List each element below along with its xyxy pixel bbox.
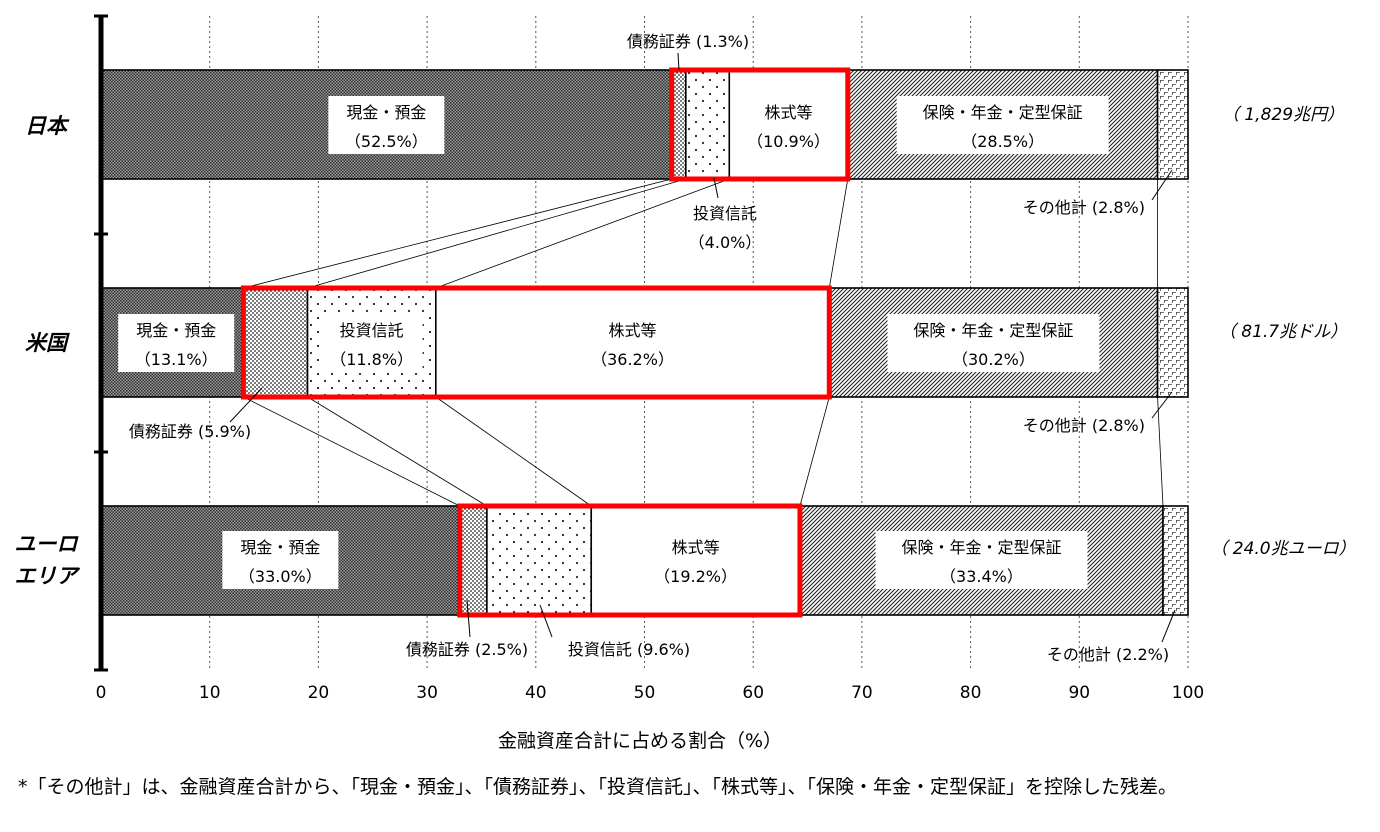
category-label: 米国	[25, 331, 70, 355]
x-tick-label: 100	[1172, 683, 1204, 703]
connector-line	[799, 396, 830, 507]
leader-line	[1161, 609, 1176, 643]
x-tick-label: 90	[1068, 683, 1090, 703]
segment-label-text: 現金・預金	[346, 103, 426, 122]
segment-label: 投資信託 （11.8%）	[320, 314, 423, 372]
segment-label: 現金・預金 （52.5%）	[328, 96, 445, 154]
segment-label: 投資信託 (9.6%)	[568, 640, 690, 659]
segment-label-text: 現金・預金	[136, 321, 216, 340]
segment-label: 債務証券 (5.9%)	[129, 422, 251, 441]
segment-label-text: 保険・年金・定型保証	[913, 321, 1073, 340]
leader-line	[466, 599, 471, 638]
segment-label: その他計 (2.2%)	[1047, 645, 1169, 664]
segment-label: その他計 (2.8%)	[1023, 416, 1145, 435]
bar-segment	[1162, 505, 1189, 616]
highlight-box	[457, 503, 803, 618]
segment-label: 株式等 （36.2%）	[581, 314, 684, 372]
segment-label: その他計 (2.8%)	[1023, 198, 1145, 217]
segment-label-text: （10.9%）	[747, 132, 830, 151]
segment-label: 債務証券 (1.3%)	[627, 32, 749, 51]
segment-label-text: （33.4%）	[940, 567, 1023, 586]
connector-lines	[243, 178, 1164, 507]
x-tick-label: 30	[416, 683, 438, 703]
leader-line	[1151, 169, 1173, 201]
leader-line	[677, 52, 680, 71]
segment-label-text: 現金・預金	[240, 538, 320, 557]
segment-label-text: （52.5%）	[345, 132, 428, 151]
segment-label: 投資信託	[693, 204, 757, 223]
segment-label: 現金・預金 （13.1%）	[118, 314, 235, 372]
x-tick-label: 70	[851, 683, 873, 703]
bar-segment	[685, 69, 731, 180]
leader-line	[229, 387, 263, 423]
total-label: （ 81.7兆ドル）	[1219, 322, 1347, 342]
segment-label-text: （11.8%）	[330, 350, 413, 369]
connector-line	[435, 396, 592, 507]
axes-layer: 0 10 20 30 40 50 60 70 80 90 100	[94, 14, 1204, 703]
x-tick-label: 60	[742, 683, 764, 703]
total-label: （ 1,829兆円）	[1222, 105, 1344, 125]
x-tick-label: 10	[199, 683, 221, 703]
bar-segment	[1156, 69, 1189, 180]
segment-label-text: （30.2%）	[952, 350, 1035, 369]
footnote: *「その他計」は、金融資産合計から、「現金・預金」、「債務証券」、「投資信託」、…	[18, 776, 1178, 798]
segment-label-text: （28.5%）	[961, 132, 1044, 151]
connector-line	[828, 178, 849, 289]
segment-label-text: （33.0%）	[239, 567, 322, 586]
connector-line	[243, 178, 672, 289]
segment-label: 現金・預金 （33.0%）	[222, 531, 339, 589]
x-tick-label: 80	[960, 683, 982, 703]
x-tick-label: 50	[634, 683, 656, 703]
bar-segment	[458, 505, 488, 616]
segment-label: 株式等 （10.9%）	[737, 96, 840, 154]
segment-label-text: 投資信託	[340, 321, 404, 340]
x-tick-label: 0	[96, 683, 107, 703]
x-tick-label: 40	[525, 683, 547, 703]
leader-line	[713, 177, 719, 199]
category-label: 日本	[25, 114, 70, 138]
bar-segment	[242, 287, 309, 398]
leader-line	[1151, 391, 1173, 419]
segment-label: 債務証券 (2.5%)	[406, 640, 528, 659]
segment-label: 保険・年金・定型保証 （33.4%）	[875, 531, 1088, 589]
total-label: （ 24.0兆ユーロ）	[1210, 539, 1355, 559]
segment-label-text: 株式等	[672, 538, 720, 557]
x-axis-title: 金融資産合計に占める割合（%）	[498, 730, 782, 752]
highlight-box	[240, 285, 832, 400]
connector-line	[307, 396, 488, 507]
segment-label-text: 保険・年金・定型保証	[901, 538, 1061, 557]
segment-label-text: 保険・年金・定型保証	[923, 103, 1083, 122]
labels-layer: 日本 （ 1,829兆円） 米国 （ 81.7兆ドル） ユーロエリア （ 24.0兆ユーロ…	[15, 32, 1356, 664]
bar-segment	[1156, 287, 1189, 398]
segment-label-text: （36.2%）	[591, 350, 674, 369]
segment-label-text: 株式等	[609, 321, 657, 340]
connector-line	[1157, 396, 1164, 507]
segment-label: 保険・年金・定型保証 （30.2%）	[887, 314, 1100, 372]
segment-label: 株式等 （19.2%）	[644, 531, 747, 589]
segment-label-text: （13.1%）	[135, 350, 218, 369]
x-tick-label: 20	[308, 683, 330, 703]
segment-label: 保険・年金・定型保証 （28.5%）	[896, 96, 1109, 154]
segment-label-text: （19.2%）	[654, 567, 737, 586]
connector-line	[307, 178, 686, 289]
segment-label: （4.0%）	[689, 233, 762, 252]
segment-label-text: 株式等	[765, 103, 813, 122]
leader-line	[539, 604, 553, 638]
highlight-box	[669, 67, 851, 182]
bar-segment	[486, 505, 593, 616]
connector-line	[435, 178, 730, 289]
category-label: ユーロエリア	[15, 532, 81, 588]
connector-line	[243, 396, 460, 507]
